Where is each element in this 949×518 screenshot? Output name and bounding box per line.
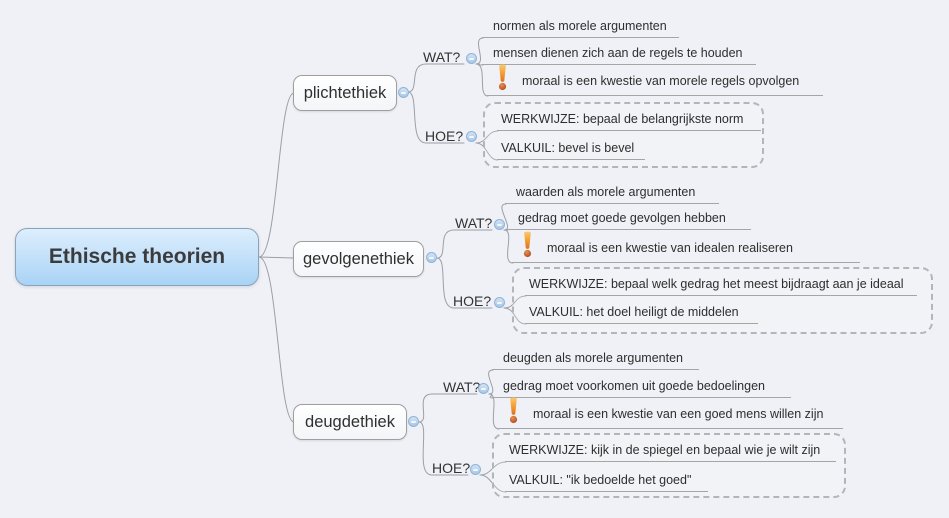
leaf-topic-werkwijze[interactable]: WERKWIJZE: kijk in de spiegel en bepaal … (505, 441, 836, 462)
leaf-text: WERKWIJZE: bepaal de belangrijkste norm (501, 112, 744, 126)
collapse-icon[interactable] (398, 87, 409, 98)
leaf-text: WERKWIJZE: kijk in de spiegel en bepaal … (509, 443, 821, 457)
collapse-icon[interactable] (426, 252, 437, 263)
topic-plichtethiek[interactable]: plichtethiek (293, 75, 397, 111)
leaf-text: VALKUIL: "ik bedoelde het goed" (509, 473, 692, 487)
leaf-topic-attention[interactable]: moraal is een kwestie van morele regels … (487, 64, 823, 96)
collapse-icon[interactable] (408, 416, 419, 427)
leaf-topic-werkwijze[interactable]: WERKWIJZE: bepaal welk gedrag het meest … (525, 275, 917, 296)
root-topic[interactable]: Ethische theorien (15, 228, 259, 286)
boundary-box[interactable] (492, 433, 846, 498)
leaf-text: moraal is een kwestie van idealen realis… (547, 241, 793, 255)
topic-hoe-gevolg[interactable]: HOE? (453, 293, 492, 309)
topic-gevolgenethiek[interactable]: gevolgenethiek (293, 241, 424, 277)
leaf-text: mensen dienen zich aan de regels te houd… (493, 46, 743, 60)
collapse-icon[interactable] (466, 53, 477, 64)
boundary-box[interactable] (483, 102, 764, 168)
leaf-text: gedrag moet voorkomen uit goede bedoelin… (503, 379, 765, 393)
leaf-topic[interactable]: deugden als morele argumenten (492, 349, 699, 370)
leaf-text: VALKUIL: het doel heiligt de middelen (529, 305, 739, 319)
leaf-topic[interactable]: waarden als morele argumenten (505, 183, 719, 204)
exclamation-icon (509, 397, 518, 424)
leaf-topic[interactable]: gedrag moet goede gevolgen hebben (507, 209, 751, 230)
leaf-text: normen als morele argumenten (493, 19, 667, 33)
leaf-topic-attention[interactable]: moraal is een kwestie van idealen realis… (512, 231, 860, 263)
boundary-box[interactable] (512, 267, 933, 334)
topic-wat-plicht[interactable]: WAT? (423, 49, 461, 65)
leaf-topic-attention[interactable]: moraal is een kwestie van een goed mens … (498, 397, 843, 429)
exclamation-icon (523, 231, 532, 258)
topic-hoe-plicht[interactable]: HOE? (425, 128, 464, 144)
leaf-text: WERKWIJZE: bepaal welk gedrag het meest … (529, 277, 904, 291)
leaf-topic[interactable]: gedrag moet voorkomen uit goede bedoelin… (492, 377, 791, 398)
collapse-icon[interactable] (470, 464, 481, 475)
collapse-icon[interactable] (494, 297, 505, 308)
exclamation-icon (498, 64, 507, 91)
leaf-text: VALKUIL: bevel is bevel (501, 141, 635, 155)
leaf-topic-werkwijze[interactable]: WERKWIJZE: bepaal de belangrijkste norm (497, 109, 761, 131)
topic-wat-deugd[interactable]: WAT? (443, 379, 481, 395)
collapse-icon[interactable] (466, 131, 477, 142)
topic-hoe-deugd[interactable]: HOE? (432, 460, 471, 476)
topic-wat-gevolg[interactable]: WAT? (455, 215, 493, 231)
leaf-topic[interactable]: normen als morele argumenten (482, 17, 679, 38)
leaf-text: moraal is een kwestie van morele regels … (522, 74, 800, 88)
leaf-topic-valkuil[interactable]: VALKUIL: het doel heiligt de middelen (525, 303, 758, 324)
collapse-icon[interactable] (494, 219, 505, 230)
leaf-text: moraal is een kwestie van een goed mens … (533, 407, 824, 421)
leaf-topic-valkuil[interactable]: VALKUIL: "ik bedoelde het goed" (505, 471, 708, 492)
leaf-text: waarden als morele argumenten (516, 185, 696, 199)
topic-deugdethiek[interactable]: deugdethiek (293, 404, 407, 440)
leaf-topic[interactable]: mensen dienen zich aan de regels te houd… (482, 44, 756, 65)
leaf-text: deugden als morele argumenten (503, 351, 683, 365)
leaf-topic-valkuil[interactable]: VALKUIL: bevel is bevel (497, 138, 645, 160)
collapse-icon[interactable] (478, 383, 489, 394)
leaf-text: gedrag moet goede gevolgen hebben (518, 211, 726, 225)
